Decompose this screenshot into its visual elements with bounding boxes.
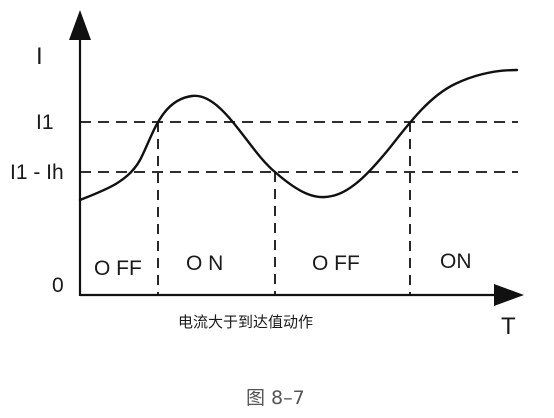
current-waveform <box>78 68 519 202</box>
diagram-caption: 电流大于到达值动作 <box>178 313 313 331</box>
level-label-i1: I1 <box>36 111 54 134</box>
figure-label: 图 8–7 <box>246 387 305 409</box>
origin-label: 0 <box>52 274 64 297</box>
x-axis-arrow <box>494 284 524 306</box>
level-label-i1-minus-ih: I1 - Ih <box>10 161 64 184</box>
y-axis-arrow <box>69 10 91 40</box>
x-axis-label: T <box>501 313 516 340</box>
state-label-on-2: ON <box>440 250 472 273</box>
y-axis-label: I <box>36 43 43 70</box>
state-label-off-2: O FF <box>312 252 360 275</box>
state-label-off-1: O FF <box>94 257 142 280</box>
state-label-on-1: O N <box>186 252 223 275</box>
